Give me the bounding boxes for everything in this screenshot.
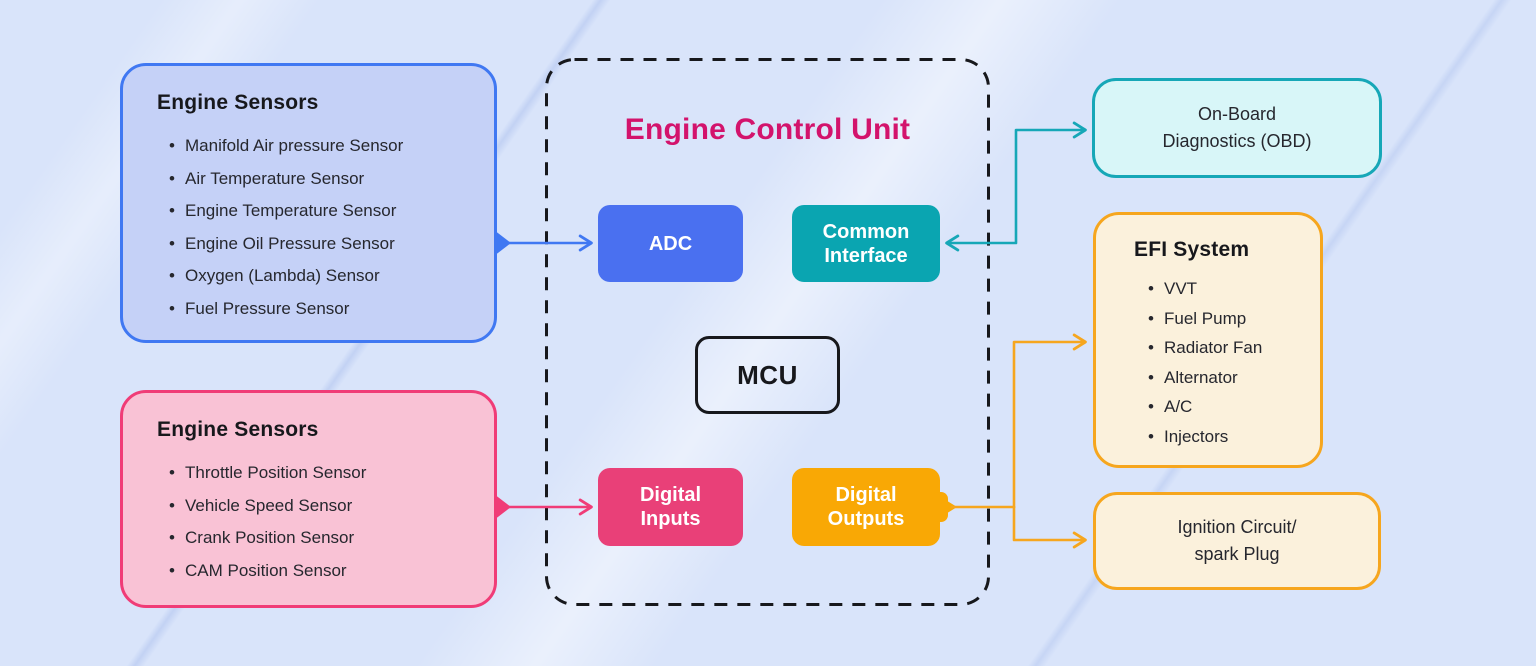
ecu-title: Engine Control Unit xyxy=(624,113,911,146)
analog-engine-sensors-panel: Engine Sensors Manifold Air pressure Sen… xyxy=(120,63,497,343)
list-item: Fuel Pump xyxy=(1096,304,1320,334)
list-item: Fuel Pressure Sensor xyxy=(123,293,494,326)
ignition-box: Ignition Circuit/ spark Plug xyxy=(1093,492,1381,590)
list-item: Vehicle Speed Sensor xyxy=(123,490,494,523)
connector-outputs-to-ignition xyxy=(1012,505,1087,549)
digital-outputs-block: Digital Outputs xyxy=(792,468,940,546)
list-item: Manifold Air pressure Sensor xyxy=(123,130,494,163)
efi-list: VVT Fuel Pump Radiator Fan Alternator A/… xyxy=(1096,274,1320,451)
obd-box: On-Board Diagnostics (OBD) xyxy=(1092,78,1382,178)
list-item: Air Temperature Sensor xyxy=(123,163,494,196)
list-item: Throttle Position Sensor xyxy=(123,457,494,490)
adc-block: ADC xyxy=(598,205,743,282)
obd-label: On-Board Diagnostics (OBD) xyxy=(1162,104,1312,151)
common-interface-block: Common Interface xyxy=(792,205,940,282)
list-item: Engine Temperature Sensor xyxy=(123,195,494,228)
list-item: Engine Oil Pressure Sensor xyxy=(123,228,494,261)
list-item: CAM Position Sensor xyxy=(123,555,494,588)
list-item: Crank Position Sensor xyxy=(123,522,494,555)
list-item: Oxygen (Lambda) Sensor xyxy=(123,260,494,293)
connector-outputs-to-efi xyxy=(1012,333,1087,509)
list-item: Alternator xyxy=(1096,363,1320,393)
digital-inputs-block: Digital Inputs xyxy=(598,468,743,546)
list-item: Radiator Fan xyxy=(1096,333,1320,363)
mcu-block: MCU xyxy=(695,336,840,414)
efi-system-panel: EFI System VVT Fuel Pump Radiator Fan Al… xyxy=(1093,212,1323,468)
ignition-label: Ignition Circuit/ spark Plug xyxy=(1177,517,1297,564)
analog-sensor-list: Manifold Air pressure Sensor Air Tempera… xyxy=(123,130,494,325)
digital-sensor-list: Throttle Position Sensor Vehicle Speed S… xyxy=(123,457,494,587)
list-item: Injectors xyxy=(1096,422,1320,452)
efi-system-title: EFI System xyxy=(1134,238,1250,261)
digital-engine-sensors-panel: Engine Sensors Throttle Position Sensor … xyxy=(120,390,497,608)
digital-engine-sensors-title: Engine Sensors xyxy=(157,418,319,441)
list-item: A/C xyxy=(1096,392,1320,422)
analog-engine-sensors-title: Engine Sensors xyxy=(157,91,319,114)
list-item: VVT xyxy=(1096,274,1320,304)
